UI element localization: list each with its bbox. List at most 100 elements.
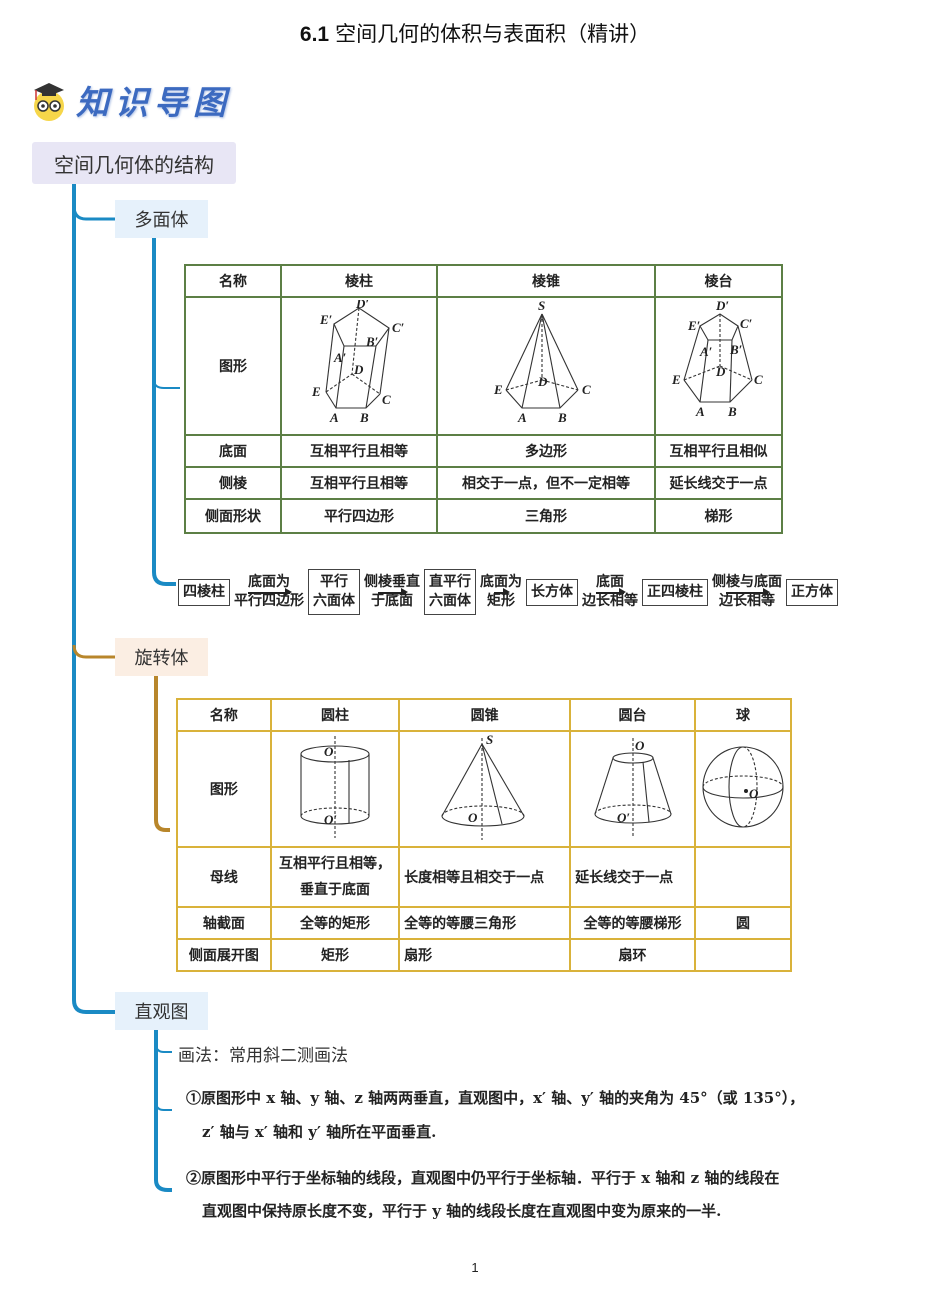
svg-text:E: E	[671, 372, 681, 387]
table-cell: 矩形	[269, 938, 401, 972]
svg-text:C: C	[382, 392, 391, 407]
arrow-icon	[494, 589, 510, 595]
revolution-node: 旋转体	[115, 638, 208, 676]
arrow-condition-top: 侧棱垂直	[364, 574, 420, 590]
row-label: 图形	[184, 296, 282, 436]
svg-text:C′: C′	[740, 316, 753, 331]
table-header: 名称	[184, 264, 282, 298]
arrow-condition-bottom: 矩形	[487, 593, 515, 609]
table-cell: 三角形	[436, 498, 656, 534]
table-header: 棱柱	[280, 264, 438, 298]
row-label: 底面	[184, 434, 282, 468]
row-label: 侧面展开图	[176, 938, 272, 972]
arrow-icon	[378, 589, 408, 595]
table-cell: 多边形	[436, 434, 656, 468]
arrow-condition-top: 底面为	[480, 574, 522, 590]
svg-text:D′: D′	[715, 300, 729, 313]
table-row: 底面 互相平行且相等 多边形 互相平行且相似	[184, 434, 783, 468]
logo-text: 知识导图	[76, 83, 232, 122]
arrow-condition-top: 底面	[596, 574, 624, 590]
row-label: 轴截面	[176, 906, 272, 940]
table-header: 圆锥	[398, 698, 572, 732]
table-cell: 延长线交于一点	[569, 846, 696, 908]
svg-text:O: O	[324, 744, 334, 759]
table-row: 轴截面 全等的矩形 全等的等腰三角形 全等的等腰梯形 圆	[176, 906, 792, 940]
root-node: 空间几何体的结构	[32, 142, 236, 184]
flow-arrow: 侧棱与底面边长相等	[712, 573, 782, 611]
rule-2-line-2: 直观图中保持原长度不变，平行于 y 轴的线段长度在直观图中变为原来的一半.	[202, 1202, 722, 1220]
svg-text:A: A	[329, 410, 339, 425]
polyhedron-node: 多面体	[115, 200, 208, 238]
table-header: 名称	[176, 698, 272, 732]
svg-text:D′: D′	[355, 300, 369, 311]
flow-arrow: 底面为矩形	[480, 573, 522, 611]
rule-1-line-2: z′ 轴与 x′ 轴和 y′ 轴所在平面垂直.	[202, 1123, 437, 1141]
flow-arrow: 侧棱垂直于底面	[364, 573, 420, 611]
table-cell: 互相平行且相似	[654, 434, 783, 468]
svg-text:B: B	[727, 404, 737, 419]
table-cell: 圆	[694, 906, 792, 940]
drawing-method: 画法：常用斜二测画法	[178, 1046, 348, 1066]
svg-text:E: E	[493, 382, 503, 397]
table-header: 棱锥	[436, 264, 656, 298]
svg-text:C: C	[754, 372, 763, 387]
svg-text:A: A	[695, 404, 705, 419]
arrow-icon	[248, 589, 292, 595]
frustum-figure: D′ E′ C′ A′ B′ D E C A B	[654, 296, 783, 436]
table-header: 圆台	[569, 698, 696, 732]
svg-text:S: S	[486, 732, 493, 747]
table-cell	[694, 846, 792, 908]
table-cell: 扇环	[569, 938, 696, 972]
svg-text:B: B	[359, 410, 369, 425]
svg-text:B′: B′	[365, 334, 379, 349]
row-label: 侧棱	[184, 466, 282, 500]
table-header: 圆柱	[269, 698, 401, 732]
flow-box-quad-prism: 四棱柱	[178, 578, 230, 606]
svg-text:C: C	[582, 382, 591, 397]
table-cell: 互相平行且相等	[280, 434, 438, 468]
root-label: 空间几何体的结构	[54, 152, 214, 177]
cylinder-figure: O O′	[269, 730, 401, 848]
table-cell: 全等的矩形	[269, 906, 401, 940]
flow-arrow: 底面为平行四边形	[234, 573, 304, 611]
svg-text:O′: O′	[324, 812, 337, 827]
svg-text:E′: E′	[687, 318, 701, 333]
svg-text:O′: O′	[617, 810, 630, 825]
svg-text:D: D	[715, 364, 726, 379]
table-row: 侧面展开图 矩形 扇形 扇环	[176, 938, 792, 972]
svg-text:A: A	[517, 410, 527, 425]
rule-1-line-1: ①原图形中 x 轴、y 轴、z 轴两两垂直，直观图中，x′ 轴、y′ 轴的夹角为…	[186, 1089, 805, 1107]
svg-text:E′: E′	[319, 312, 333, 327]
flow-box-regular-quad-prism: 正四棱柱	[642, 578, 708, 606]
arrow-condition-bottom: 平行四边形	[234, 593, 304, 609]
polyhedron-label: 多面体	[134, 210, 189, 231]
table-header-row: 名称 圆柱 圆锥 圆台 球	[176, 698, 792, 732]
arrow-condition-bottom: 边长相等	[582, 593, 638, 609]
prism-classification-flow: 四棱柱 底面为平行四边形 平行 六面体 侧棱垂直于底面 直平行 六面体 底面为矩…	[176, 568, 840, 616]
scholar-owl-icon	[34, 83, 64, 121]
row-label: 侧面形状	[184, 498, 282, 534]
flow-box-cuboid: 长方体	[526, 578, 578, 606]
svg-text:S: S	[538, 300, 545, 313]
intuitive-label: 直观图	[134, 1002, 189, 1023]
svg-text:B′: B′	[729, 342, 743, 357]
page-number: 1	[471, 1260, 479, 1275]
table-header: 棱台	[654, 264, 783, 298]
table-cell: 长度相等且相交于一点	[398, 846, 572, 908]
svg-text:A′: A′	[699, 344, 713, 359]
svg-text:B: B	[557, 410, 567, 425]
table-header-row: 名称 棱柱 棱锥 棱台	[184, 264, 783, 298]
knowledge-map-logo: 知识导图	[30, 78, 232, 122]
svg-text:D: D	[353, 362, 364, 377]
table-cell: 梯形	[654, 498, 783, 534]
table-row: 侧面形状 平行四边形 三角形 梯形	[184, 498, 783, 534]
